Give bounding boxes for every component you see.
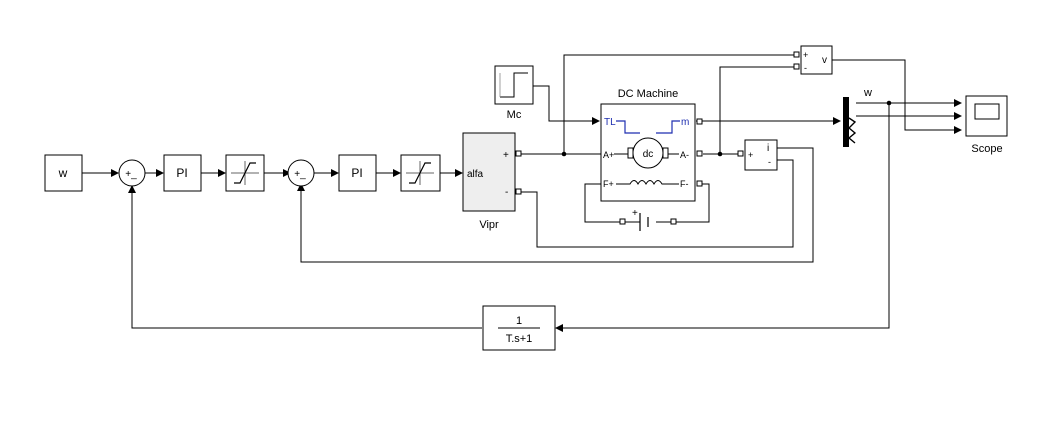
dc-fminus-port[interactable] [696,180,703,187]
battery-plus-label: + [632,208,638,219]
mc-name: Mc [507,109,522,121]
scope-icon [974,103,1000,120]
step-icon [499,72,528,98]
vipr-minus-label: - [505,187,508,198]
bus-selector-icon [847,117,857,144]
scope-name: Scope [971,143,1002,155]
w-constant-label: w [58,166,68,180]
dc-machine-name: DC Machine [618,88,679,100]
vmeas-plus-label: + [803,50,808,60]
dc-aminus-port[interactable] [696,150,703,157]
pi1-label: PI [176,166,187,180]
dc-aminus-label: A- [680,150,689,160]
vipr-name: Vipr [479,219,499,231]
w-constant-block[interactable]: w [44,154,83,192]
scope-block[interactable]: Scope [965,95,1008,155]
vipr-plus-label: + [503,150,509,161]
dc-m-label: m [681,117,689,128]
vipr-input-label: alfa [467,169,484,180]
pi-controller-2[interactable]: PI [338,154,377,192]
sum-block-1[interactable]: +_ [118,159,146,187]
mc-step-block[interactable]: Mc [494,65,534,121]
dc-fplus-label: F+ [603,179,614,189]
saturation-block-2[interactable] [400,154,441,192]
sum2-signs: +_ [294,169,306,180]
tf-numerator: 1 [516,315,522,327]
sum1-signs: +_ [125,169,137,180]
pi2-label: PI [351,166,362,180]
sum-block-2[interactable]: +_ [287,159,315,187]
imeas-plus-label: + [748,150,753,160]
dc-m-port[interactable] [696,118,703,125]
dc-motor-icon: dc [614,120,680,169]
dc-fminus-label: F- [680,179,689,189]
dc-machine-block[interactable]: DC Machine TL m A+ A- F+ F- dc [600,88,703,202]
demux-w-label: w [863,87,872,99]
dc-aplus-label: A+ [603,150,614,160]
saturation-icon [231,161,259,185]
saturation-block-1[interactable] [225,154,265,192]
current-measurement-block[interactable]: + i - [737,139,778,171]
voltage-measurement-block[interactable]: + - v [793,45,833,75]
tf-denominator: T.s+1 [506,333,533,345]
demux-block[interactable]: w [843,87,872,147]
imeas-minus-label: - [768,157,771,167]
saturation-icon [406,161,434,185]
signal-wires [82,54,962,332]
imeas-label: i [767,143,769,154]
field-coil-icon [616,180,679,186]
dc-symbol: dc [643,149,654,160]
vmeas-minus-label: - [804,63,807,73]
vipr-rectifier-block[interactable]: alfa + - Vipr [462,132,522,231]
vipr-minus-port[interactable] [515,188,522,195]
transfer-function-block[interactable]: 1 T.s+1 [482,305,556,351]
battery-block[interactable]: + [619,208,677,231]
dc-tl-label: TL [604,117,616,128]
pi-controller-1[interactable]: PI [163,154,202,192]
vmeas-label: v [822,55,827,66]
vipr-plus-port[interactable] [515,150,522,157]
